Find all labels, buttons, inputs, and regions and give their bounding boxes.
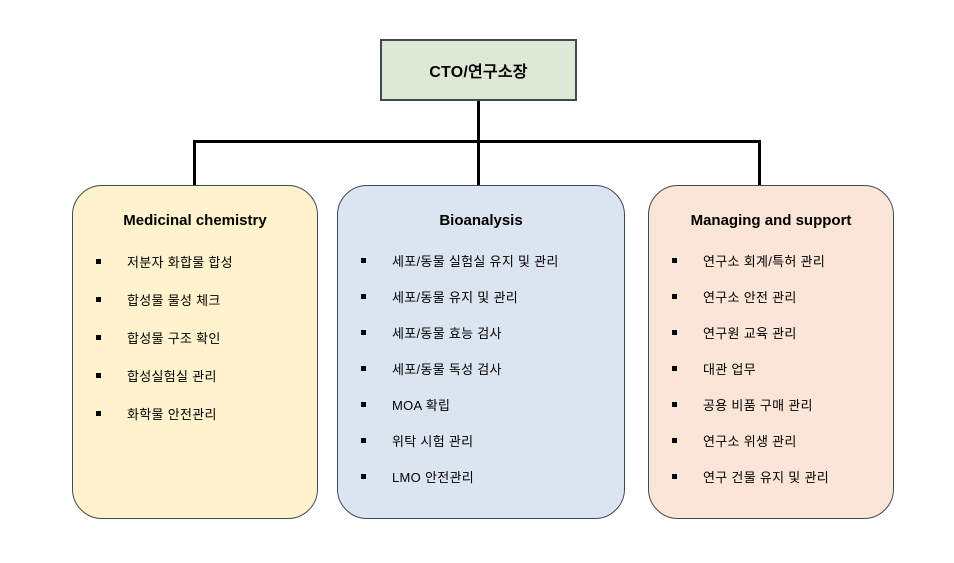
list-item: 화학물 안전관리 [96, 394, 317, 432]
list-item-label: 공용 비품 구매 관리 [703, 397, 813, 413]
list-item-label: 연구 건물 유지 및 관리 [703, 469, 829, 485]
dept-title: Bioanalysis [439, 212, 523, 229]
bullet-square-icon [672, 329, 677, 335]
connector-left-drop [193, 140, 196, 185]
list-item: 세포/동물 실험실 유지 및 관리 [361, 242, 624, 278]
list-item-label: 세포/동물 독성 검사 [392, 361, 502, 377]
list-item: 연구원 교육 관리 [672, 314, 893, 350]
list-item-label: 연구원 교육 관리 [703, 325, 797, 341]
list-item-label: 연구소 안전 관리 [703, 289, 797, 305]
list-item: 합성실험실 관리 [96, 356, 317, 394]
bullet-square-icon [672, 437, 677, 443]
bullet-square-icon [672, 401, 677, 407]
root-node-label: CTO/연구소장 [429, 64, 528, 81]
list-item: 연구소 위생 관리 [672, 422, 893, 458]
list-item-label: 합성물 구조 확인 [127, 330, 221, 346]
list-item: 세포/동물 효능 검사 [361, 314, 624, 350]
list-item-label: 세포/동물 효능 검사 [392, 325, 502, 341]
list-item-label: MOA 확립 [392, 397, 451, 413]
list-item: 연구소 회계/특허 관리 [672, 242, 893, 278]
connector-right-drop [758, 140, 761, 185]
bullet-square-icon [361, 401, 366, 407]
bullet-square-icon [361, 473, 366, 479]
list-item: 저분자 화합물 합성 [96, 242, 317, 280]
list-item: 세포/동물 독성 검사 [361, 350, 624, 386]
list-item: 공용 비품 구매 관리 [672, 386, 893, 422]
list-item: 합성물 구조 확인 [96, 318, 317, 356]
dept-item-list: 저분자 화합물 합성 합성물 물성 체크 합성물 구조 확인 합성실험실 관리 … [73, 242, 317, 432]
list-item: 위탁 시험 관리 [361, 422, 624, 458]
list-item: MOA 확립 [361, 386, 624, 422]
dept-item-list: 연구소 회계/특허 관리 연구소 안전 관리 연구원 교육 관리 대관 업무 공… [649, 242, 893, 494]
list-item: LMO 안전관리 [361, 458, 624, 494]
bullet-square-icon [361, 257, 366, 263]
connector-root-vertical [477, 101, 480, 185]
list-item-label: 합성실험실 관리 [127, 368, 217, 384]
list-item-label: 위탁 시험 관리 [392, 433, 474, 449]
list-item-label: 연구소 회계/특허 관리 [703, 253, 826, 269]
dept-box-medicinal-chemistry: Medicinal chemistry 저분자 화합물 합성 합성물 물성 체크… [72, 185, 318, 519]
dept-title: Managing and support [690, 212, 852, 229]
bullet-square-icon [672, 293, 677, 299]
bullet-square-icon [96, 372, 101, 378]
dept-title: Medicinal chemistry [123, 212, 267, 229]
list-item-label: 세포/동물 실험실 유지 및 관리 [392, 253, 559, 269]
list-item-label: 화학물 안전관리 [127, 406, 217, 422]
bullet-square-icon [361, 437, 366, 443]
dept-box-bioanalysis: Bioanalysis 세포/동물 실험실 유지 및 관리 세포/동물 유지 및… [337, 185, 625, 519]
list-item: 합성물 물성 체크 [96, 280, 317, 318]
bullet-square-icon [361, 365, 366, 371]
list-item: 세포/동물 유지 및 관리 [361, 278, 624, 314]
bullet-square-icon [361, 329, 366, 335]
dept-box-managing-support: Managing and support 연구소 회계/특허 관리 연구소 안전… [648, 185, 894, 519]
connector-horizontal-bus [193, 140, 761, 143]
list-item-label: 저분자 화합물 합성 [127, 254, 233, 270]
bullet-square-icon [96, 258, 101, 264]
bullet-square-icon [672, 365, 677, 371]
list-item: 연구소 안전 관리 [672, 278, 893, 314]
list-item-label: 합성물 물성 체크 [127, 292, 221, 308]
dept-item-list: 세포/동물 실험실 유지 및 관리 세포/동물 유지 및 관리 세포/동물 효능… [338, 242, 624, 494]
list-item: 연구 건물 유지 및 관리 [672, 458, 893, 494]
bullet-square-icon [96, 296, 101, 302]
bullet-square-icon [361, 293, 366, 299]
list-item-label: 연구소 위생 관리 [703, 433, 797, 449]
bullet-square-icon [96, 410, 101, 416]
bullet-square-icon [96, 334, 101, 340]
bullet-square-icon [672, 257, 677, 263]
list-item-label: LMO 안전관리 [392, 469, 475, 485]
root-node: CTO/연구소장 [380, 39, 577, 101]
list-item-label: 대관 업무 [703, 361, 756, 377]
list-item-label: 세포/동물 유지 및 관리 [392, 289, 518, 305]
list-item: 대관 업무 [672, 350, 893, 386]
bullet-square-icon [672, 473, 677, 479]
